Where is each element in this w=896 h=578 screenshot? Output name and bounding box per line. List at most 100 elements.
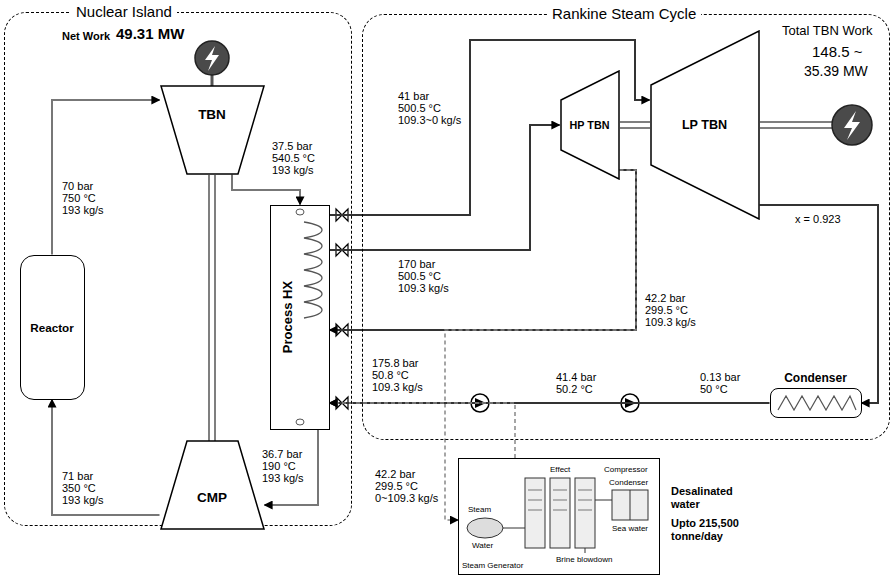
state-label: x = 0.923 <box>795 213 841 225</box>
pipe-connector <box>330 403 516 458</box>
state-label: 37.5 bar <box>272 140 312 152</box>
state-label: 41 bar <box>398 90 429 102</box>
state-label: 540.5 °C <box>272 152 315 164</box>
state-label: 193 kg/s <box>272 164 314 176</box>
state-label: 190 °C <box>262 460 296 472</box>
state-label: 193 kg/s <box>62 494 104 506</box>
part-label: Brine blowdown <box>556 555 612 564</box>
drawing-part <box>296 419 304 425</box>
drawing-part <box>214 175 216 441</box>
drawing-part <box>304 222 322 318</box>
drawing-part <box>832 105 872 145</box>
drawing-part <box>620 127 650 129</box>
state-label: 50 °C <box>700 383 728 395</box>
pipe-connector <box>232 175 300 205</box>
pipe-connector <box>330 402 770 404</box>
state-label: 350 °C <box>62 482 96 494</box>
power-label: Total TBN Work <box>782 24 873 38</box>
state-label: 193 kg/s <box>262 472 304 484</box>
node-label: LP TBN <box>650 118 760 132</box>
drawing-part <box>296 209 304 215</box>
drawing-part <box>195 41 229 75</box>
power-label: Net Work <box>62 30 110 42</box>
state-label: 0~109.3 kg/s <box>375 492 438 504</box>
drawing-part <box>211 75 214 86</box>
drawing-part <box>205 46 219 71</box>
drawing-part <box>620 121 650 123</box>
part-label: Compressor <box>604 465 648 474</box>
state-label: 750 °C <box>62 192 96 204</box>
turbine-shape: TBN <box>160 85 265 175</box>
part-label: Steam Generator <box>462 561 523 570</box>
state-label: 109.3 kg/s <box>398 282 449 294</box>
drawing-part <box>585 548 586 553</box>
drawing-part <box>467 518 503 538</box>
drawing-part <box>760 127 832 129</box>
pipe-connector <box>330 40 650 215</box>
outline-shape <box>161 86 264 174</box>
state-label: 500.5 °C <box>398 270 441 282</box>
region-heading: Nuclear Island <box>71 3 177 20</box>
state-label: 42.2 bar <box>645 292 685 304</box>
outline <box>160 440 265 530</box>
power-label: 35.39 MW <box>804 64 868 79</box>
node-label: HP TBN <box>560 119 620 131</box>
part-label: Water <box>472 541 493 550</box>
pipe-connector <box>760 205 879 403</box>
state-label: 36.7 bar <box>262 448 302 460</box>
node-label: Condenser <box>761 371 871 385</box>
part-label: Condenser <box>609 478 648 487</box>
drawing-part <box>550 478 570 548</box>
state-label: 42.2 bar <box>375 468 415 480</box>
drawing-part <box>525 478 545 548</box>
condenser-box: Condenser <box>770 388 862 418</box>
state-label: 175.8 bar <box>372 357 418 369</box>
drawing-part <box>778 396 856 410</box>
compressor-shape: CMP <box>160 440 265 530</box>
drawing-part <box>595 500 612 501</box>
node-label: Upto 215,500 tonne/day <box>671 517 755 543</box>
outline-shape <box>161 441 264 529</box>
state-label: 50.2 °C <box>556 383 593 395</box>
drawing-part <box>630 490 631 520</box>
state-label: 170 bar <box>398 258 435 270</box>
reactor-box: Reactor <box>20 255 85 400</box>
node-label: Reactor <box>21 321 84 334</box>
node-label: Process HX <box>279 281 294 353</box>
state-label: 299.5 °C <box>645 304 688 316</box>
turbine-shape: LP TBN <box>650 30 760 220</box>
pipe-connector <box>52 400 160 516</box>
pipe-connector <box>52 100 160 255</box>
pipe-connector <box>330 170 637 330</box>
drawing-part <box>208 175 210 441</box>
node-label: Desalinated water <box>671 485 755 511</box>
region-heading: Rankine Steam Cycle <box>547 5 701 22</box>
drawing-part <box>844 111 860 140</box>
part-label: Effect <box>550 465 570 474</box>
drawing-part <box>503 528 525 529</box>
drawing-part <box>528 490 592 510</box>
power-label: 148.5 ~ <box>812 44 862 60</box>
state-label: 109.3 kg/s <box>372 381 423 393</box>
drawing-part <box>760 121 832 123</box>
drawing-part <box>612 490 648 520</box>
state-label: 0.13 bar <box>700 371 740 383</box>
state-label: 71 bar <box>62 470 93 482</box>
turbine-shape: HP TBN <box>560 70 620 180</box>
outline-shape <box>561 71 619 179</box>
state-label: 109.3~0 kg/s <box>398 114 461 126</box>
outline-shape <box>651 31 759 219</box>
power-label: 49.31 MW <box>116 26 184 42</box>
state-label: 70 bar <box>62 180 93 192</box>
node-label: TBN <box>160 107 265 122</box>
pipe-connector <box>330 125 560 250</box>
heat-exchanger-box: Process HX <box>270 205 330 430</box>
state-label: 500.5 °C <box>398 102 441 114</box>
state-label: 193 kg/s <box>62 204 104 216</box>
state-label: 299.5 °C <box>375 480 418 492</box>
drawing-part <box>575 478 595 548</box>
node-label: CMP <box>160 490 265 505</box>
outline <box>160 85 265 175</box>
part-label: Sea water <box>612 524 648 533</box>
state-label: 50.8 °C <box>372 369 409 381</box>
